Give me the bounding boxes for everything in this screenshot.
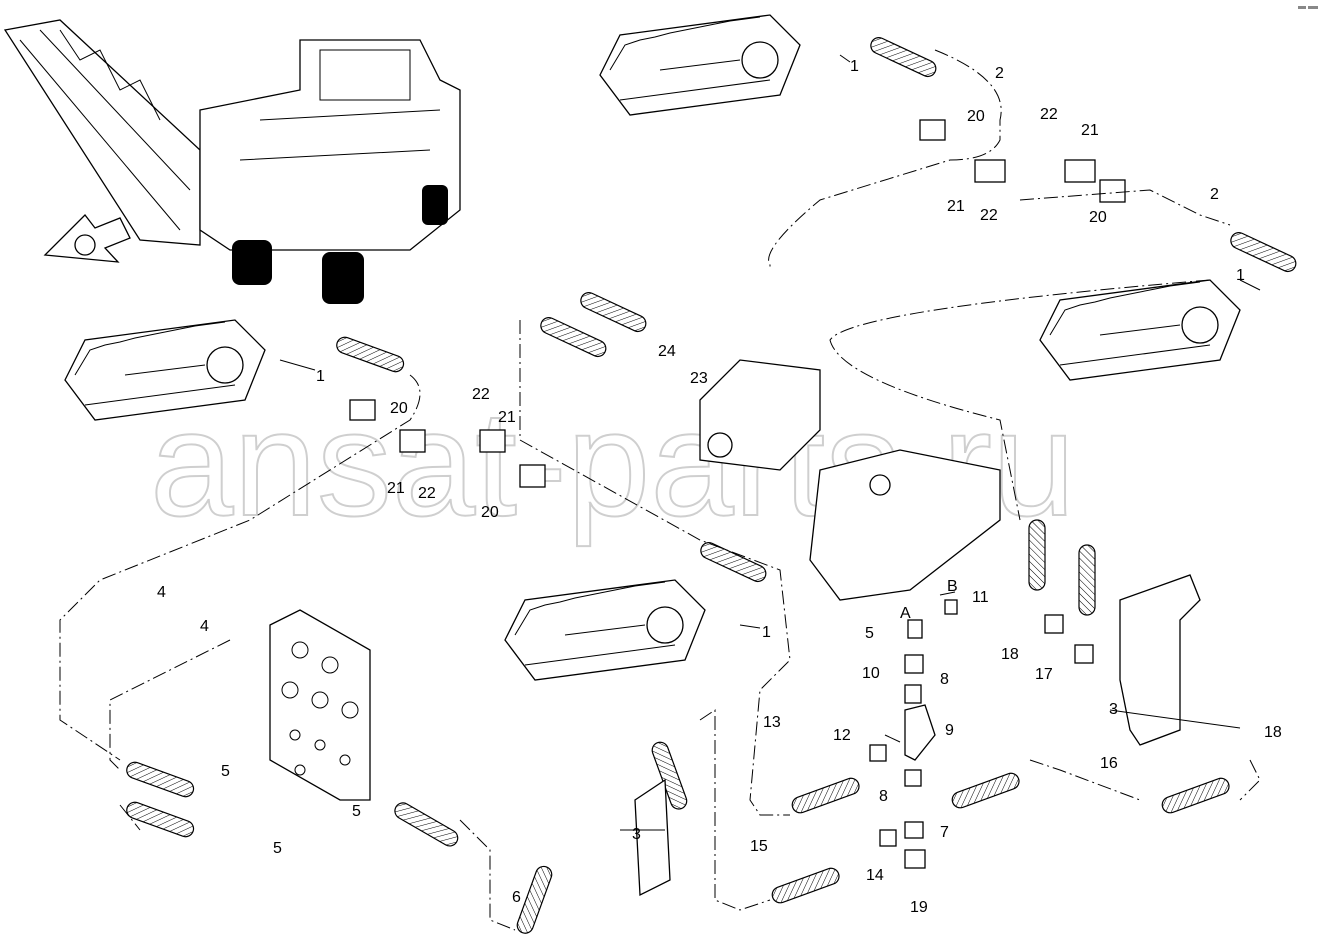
callout: 17 (1035, 666, 1053, 683)
track-unit (1039, 279, 1241, 381)
callout: 6 (512, 889, 521, 906)
callout: 3 (632, 826, 641, 843)
track-unit (504, 579, 706, 681)
callout: 18 (1001, 646, 1019, 663)
mounting-plates (634, 574, 1201, 897)
callout: 22 (980, 207, 998, 224)
callout: 20 (1089, 209, 1107, 226)
callout: 24 (658, 343, 676, 360)
callout: 5 (352, 803, 361, 820)
callout: B (947, 578, 958, 595)
direction-arrow-icon (43, 214, 131, 263)
callout: 2 (995, 65, 1004, 82)
callout: 7 (940, 824, 949, 841)
callout: 20 (481, 504, 499, 521)
callout: 22 (1040, 106, 1058, 123)
distribution-block (269, 609, 371, 801)
callout: A (900, 605, 911, 622)
callout: 20 (967, 108, 985, 125)
callout: 21 (387, 480, 405, 497)
callout: 4 (200, 618, 209, 635)
callout: 22 (472, 386, 490, 403)
callout: 9 (945, 722, 954, 739)
leader-lines (279, 54, 1261, 831)
callout: 8 (879, 788, 888, 805)
callout-labels: 1 2 20 22 21 21 22 20 2 1 24 23 1 22 20 … (157, 58, 1282, 916)
callout: 8 (940, 671, 949, 688)
callout: 21 (498, 409, 516, 426)
machine-overview (3, 19, 461, 304)
callout: 2 (1210, 186, 1219, 203)
callout: 11 (972, 589, 989, 606)
callout: 4 (157, 584, 166, 601)
callout: 15 (750, 838, 768, 855)
corner-mark-icon (1298, 6, 1318, 9)
callout: 1 (316, 368, 325, 385)
callout: 5 (865, 625, 874, 642)
callout: 3 (1109, 701, 1118, 718)
fittings (349, 119, 1126, 869)
callout: 21 (1081, 122, 1099, 139)
callout: 22 (418, 485, 436, 502)
track-unit (599, 14, 801, 116)
callout: 5 (273, 840, 282, 857)
callout: 18 (1264, 724, 1282, 741)
callout: 20 (390, 400, 408, 417)
callout: 21 (947, 198, 965, 215)
callout: 5 (221, 763, 230, 780)
callout: 13 (763, 714, 781, 731)
callout: 14 (866, 867, 884, 884)
callout: 1 (762, 624, 771, 641)
callout: 19 (910, 899, 928, 916)
control-valve-block (699, 359, 1001, 601)
hose-routing-lines (59, 49, 1261, 931)
callout: 23 (690, 370, 708, 387)
callout: 1 (850, 58, 859, 75)
callout: 16 (1100, 755, 1118, 772)
callout: 12 (833, 727, 851, 744)
callout: 10 (862, 665, 880, 682)
callout: 1 (1236, 267, 1245, 284)
